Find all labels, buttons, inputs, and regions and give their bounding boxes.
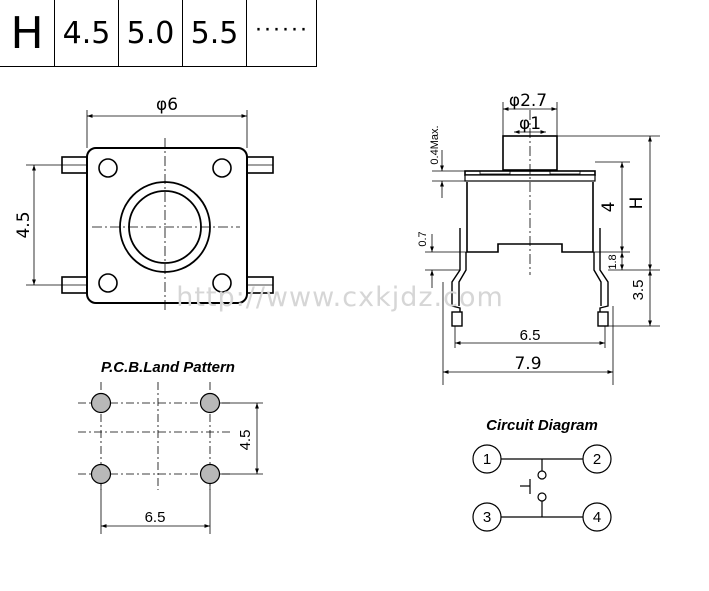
pcb-title: P.C.B.Land Pattern <box>101 359 235 376</box>
pin-4-label: 4 <box>593 509 601 526</box>
pcb-width-label: 6.5 <box>145 509 166 526</box>
body-height-label: 4 <box>599 202 619 213</box>
height-option-more: ······ <box>247 0 317 66</box>
top-view <box>26 110 274 312</box>
pad-2 <box>199 392 221 414</box>
cap-gap-label: 0.4Max. <box>429 125 441 164</box>
height-option-1: 4.5 <box>55 0 119 66</box>
lead-length-label: 3.5 <box>630 280 647 301</box>
pin-2-label: 2 <box>593 451 601 468</box>
switch-body <box>86 147 248 304</box>
pad-4 <box>199 463 221 485</box>
corner-hole-tr <box>212 158 232 178</box>
pcb-height-label: 4.5 <box>237 430 254 451</box>
overall-width-label: 7.9 <box>514 354 541 374</box>
pin-2-circle <box>582 444 612 474</box>
lead-span-label: 6.5 <box>520 327 541 344</box>
height-option-table: H 4.5 5.0 5.5 ······ <box>0 0 317 67</box>
lead-offset-label: 0.7 <box>417 231 429 246</box>
height-option-3: 5.5 <box>183 0 247 66</box>
corner-hole-bl <box>98 273 118 293</box>
watermark-text: http://www.cxkjdz.com <box>176 282 504 313</box>
lead-bend-label: 1.8 <box>607 254 619 269</box>
pad-1 <box>90 392 112 414</box>
pin-1-circle <box>472 444 502 474</box>
top-width-label: φ6 <box>156 95 178 115</box>
pin-3-circle <box>472 502 502 532</box>
pin-1-label: 1 <box>483 451 491 468</box>
pin-4-circle <box>582 502 612 532</box>
circuit-title: Circuit Diagram <box>486 417 598 434</box>
pcb-land-pattern <box>78 382 263 534</box>
pin-3-label: 3 <box>483 509 491 526</box>
corner-hole-br <box>212 273 232 293</box>
top-height-label: 4.5 <box>14 211 34 238</box>
stem-outer-label: φ2.7 <box>509 91 547 111</box>
right-lead <box>593 228 609 318</box>
height-option-2: 5.0 <box>119 0 183 66</box>
corner-hole-tl <box>98 158 118 178</box>
total-height-label: H <box>627 197 647 210</box>
stem-inner-label: φ1 <box>519 114 541 134</box>
pad-3 <box>90 463 112 485</box>
side-view <box>425 102 660 385</box>
left-lead <box>451 228 467 318</box>
height-label: H <box>0 0 55 66</box>
circuit-diagram <box>472 444 612 532</box>
